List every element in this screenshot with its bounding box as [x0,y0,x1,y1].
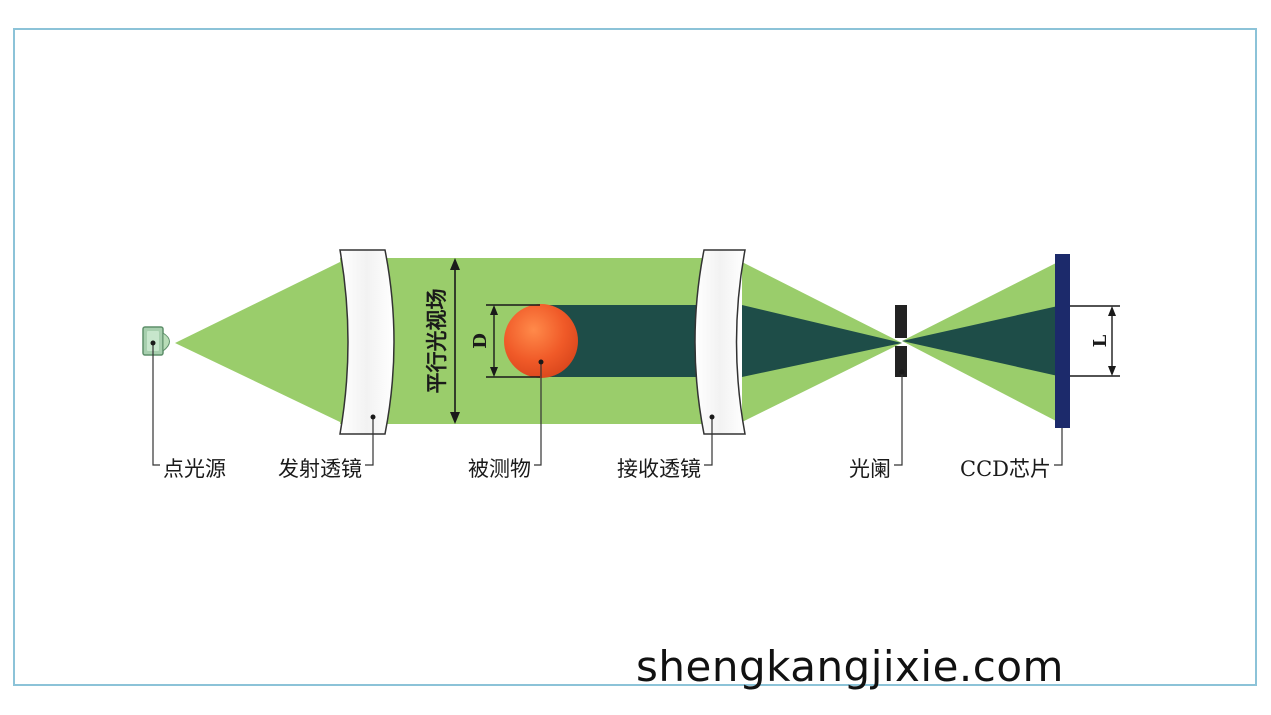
watermark-text: shengkangjixie.com [636,642,1064,691]
leader-lines [152,343,1063,466]
leader-dots [150,340,905,420]
label-parallel-field: 平行光视场 [424,289,449,394]
ccd-chip-icon [1055,254,1070,428]
ccd-shadow [902,306,1058,376]
parallel-field-dimension [450,258,460,424]
dimension-d [486,304,540,378]
dimension-l [1070,305,1120,377]
label-dim-l: L [1090,334,1111,347]
aperture-icon [895,305,907,377]
measured-object-icon [504,304,578,378]
label-emit-lens: 发射透镜 [278,457,362,481]
diagram-frame [13,28,1257,686]
diverging-beam [175,262,340,422]
label-measured-object: 被测物 [468,457,531,481]
converging-shadow [742,305,902,377]
label-aperture: 光阑 [849,457,891,481]
label-ccd-chip: CCD芯片 [960,457,1051,481]
emit-lens-icon [339,249,395,435]
receive-lens-icon [694,249,746,435]
point-source-icon [142,326,170,356]
label-point-source: 点光源 [163,457,226,481]
label-receive-lens: 接收透镜 [617,457,701,481]
label-dim-d: D [470,333,491,349]
